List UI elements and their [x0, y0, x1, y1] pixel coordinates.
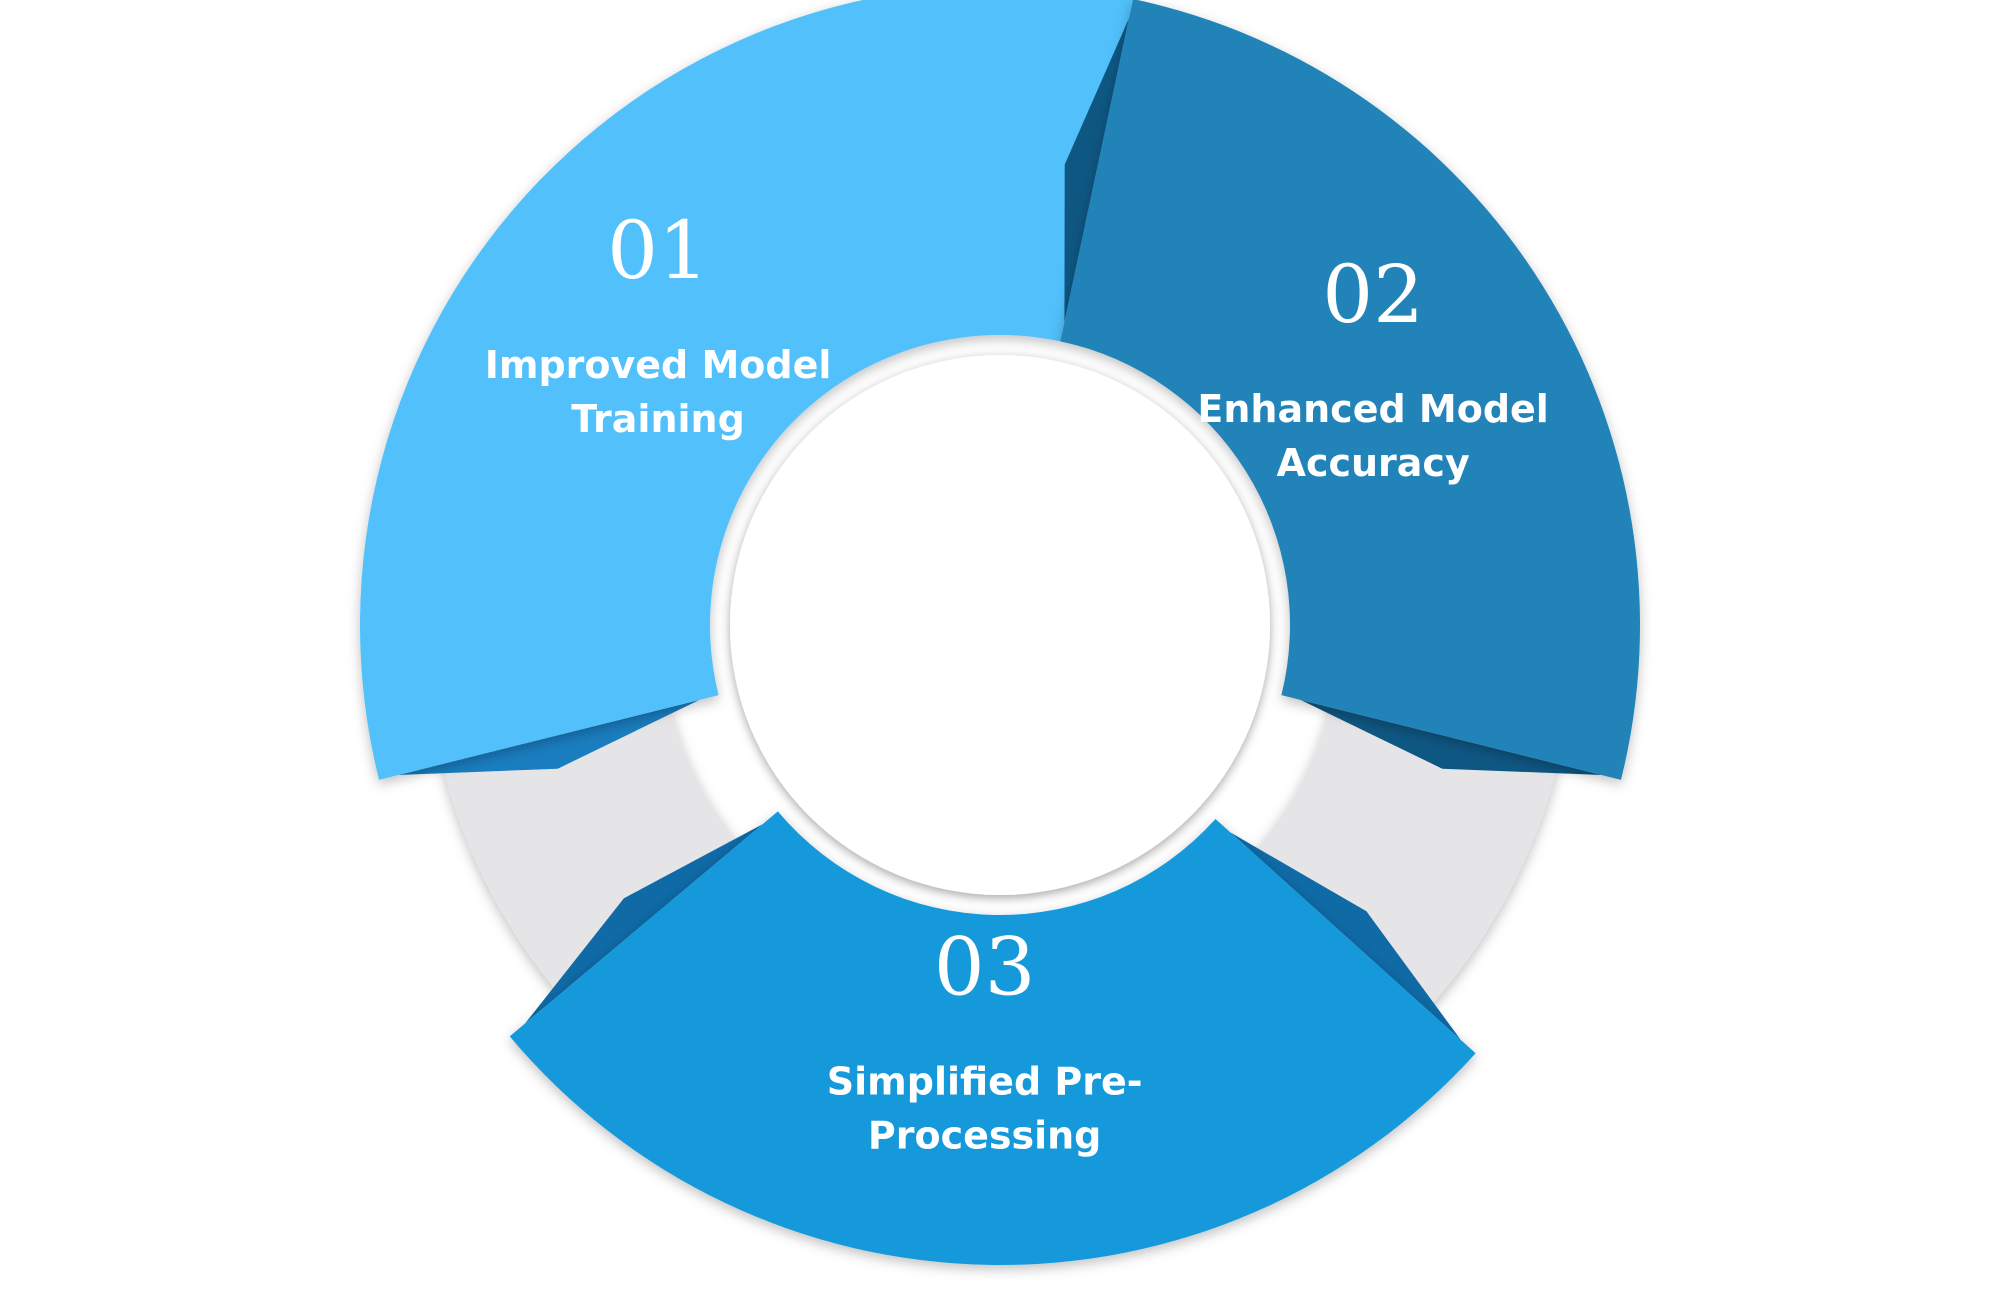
segment-01-label-line-1: Improved Model [485, 343, 832, 387]
segment-group [360, 0, 1640, 1265]
segment-03-number: 03 [934, 921, 1036, 1014]
segment-02-label-line-2: Accuracy [1277, 441, 1470, 485]
segment-01-number: 01 [607, 204, 709, 297]
segment-03 [509, 811, 1476, 1265]
segment-02 [1060, 0, 1640, 780]
segment-03-fold-1 [1230, 832, 1461, 1040]
segment-02-number: 02 [1322, 248, 1424, 341]
segment-01-fold-1 [398, 699, 700, 775]
segment-03-label-line-1: Simplified Pre- [827, 1060, 1143, 1104]
segment-01 [360, 0, 1133, 780]
segment-01-label-line-2: Training [571, 397, 745, 441]
segment-02-label-line-1: Enhanced Model [1197, 387, 1548, 431]
center-circle [730, 355, 1270, 895]
segment-03-label-line-2: Processing [868, 1114, 1102, 1158]
segment-02-fold-2 [1300, 699, 1602, 775]
